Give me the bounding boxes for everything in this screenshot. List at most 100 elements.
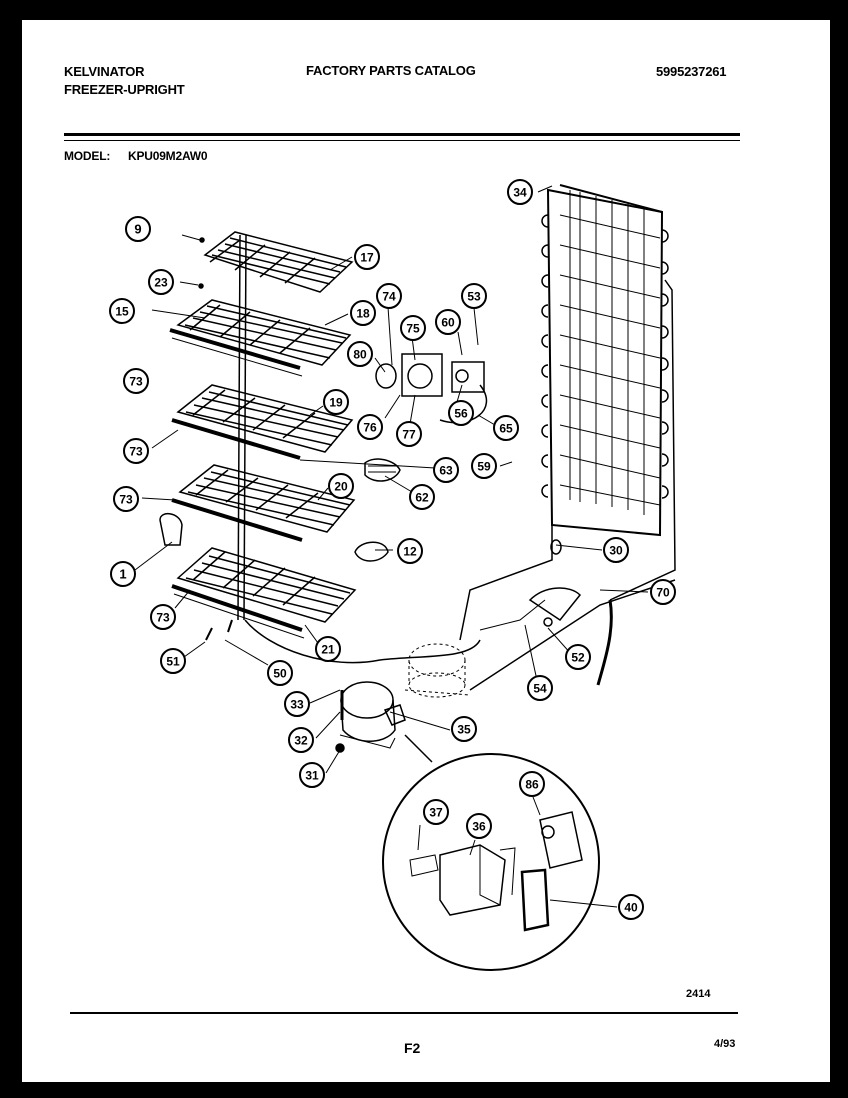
callout-bubble: [603, 537, 629, 563]
catalog-title: FACTORY PARTS CATALOG: [306, 63, 476, 78]
callout-bubble: [396, 421, 422, 447]
callout-bubble: [299, 762, 325, 788]
compressor: [335, 681, 406, 753]
footer-rule: [70, 1012, 738, 1014]
callout-number: 86: [525, 778, 539, 792]
callout-number: 36: [472, 820, 486, 834]
shelf-3: [171, 384, 354, 460]
callout-bubble: [471, 453, 497, 479]
callout-bubble: [284, 691, 310, 717]
callout-number: 51: [166, 655, 180, 669]
callout-bubble: [376, 283, 402, 309]
revision-date: 4/93: [714, 1038, 736, 1050]
callout-number: 56: [454, 407, 468, 421]
callout-bubble: [123, 438, 149, 464]
part-callout-23: 23: [148, 269, 174, 295]
callout-number: 1: [119, 567, 126, 582]
part-callout-19: 19: [323, 389, 349, 415]
part-callout-40: 40: [618, 894, 644, 920]
part-callout-73: 73: [123, 368, 149, 394]
callout-number: 31: [305, 769, 319, 783]
part-callout-56: 56: [448, 400, 474, 426]
callout-bubble: [123, 368, 149, 394]
callout-bubble: [565, 644, 591, 670]
callout-number: 33: [290, 698, 304, 712]
page-number: F2: [404, 1040, 421, 1056]
part-callout-52: 52: [565, 644, 591, 670]
callout-number: 60: [441, 316, 455, 330]
callout-number: 15: [115, 305, 129, 319]
part-callout-15: 15: [109, 298, 135, 324]
callout-bubble: [357, 414, 383, 440]
product-type: FREEZER-UPRIGHT: [64, 82, 185, 97]
header-rule: [64, 133, 740, 136]
callout-number: 65: [499, 422, 513, 436]
shelf-4: [171, 464, 356, 542]
callout-number: 63: [439, 464, 453, 478]
part-callout-73: 73: [150, 604, 176, 630]
part-callout-65: 65: [493, 415, 519, 441]
relay-overload-detail: [409, 811, 583, 932]
part-callout-12: 12: [397, 538, 423, 564]
part-callout-53: 53: [461, 283, 487, 309]
callout-number: 30: [609, 544, 623, 558]
part-callout-17: 17: [354, 244, 380, 270]
part-callout-21: 21: [315, 636, 341, 662]
callout-bubble: [493, 415, 519, 441]
callout-number: 37: [429, 806, 443, 820]
callout-number: 80: [353, 348, 367, 362]
part-callout-63: 63: [433, 457, 459, 483]
part-callout-54: 54: [527, 675, 553, 701]
callout-number: 20: [334, 480, 348, 494]
part-callout-20: 20: [328, 473, 354, 499]
callout-bubble: [328, 473, 354, 499]
callout-bubble: [400, 315, 426, 341]
part-callout-70: 70: [650, 579, 676, 605]
part-callout-30: 30: [603, 537, 629, 563]
callout-number: 76: [363, 421, 377, 435]
part-callout-73: 73: [123, 438, 149, 464]
callout-bubble: [433, 457, 459, 483]
part-callout-60: 60: [435, 309, 461, 335]
part-callout-77: 77: [396, 421, 422, 447]
part-callout-76: 76: [357, 414, 383, 440]
detail-callout-circle: [382, 753, 600, 971]
part-callout-36: 36: [466, 813, 492, 839]
callout-bubble: [448, 400, 474, 426]
callout-number: 18: [356, 307, 370, 321]
part-callout-31: 31: [299, 762, 325, 788]
callout-number: 73: [156, 611, 170, 625]
callout-bubble: [110, 561, 136, 587]
callout-bubble: [650, 579, 676, 605]
shelf-1: [203, 231, 354, 293]
part-callout-51: 51: [160, 648, 186, 674]
callout-bubble: [409, 484, 435, 510]
callout-number: 59: [477, 460, 491, 474]
part-callout-62: 62: [409, 484, 435, 510]
shelf-5: [171, 547, 357, 639]
callout-bubble: [354, 244, 380, 270]
callout-number: 19: [329, 396, 343, 410]
callout-bubble: [160, 648, 186, 674]
callout-bubble: [350, 300, 376, 326]
callout-number: 54: [533, 682, 547, 696]
callout-bubble: [397, 538, 423, 564]
callout-number: 34: [513, 186, 527, 200]
callout-number: 23: [154, 276, 168, 290]
callout-bubble: [315, 636, 341, 662]
callout-number: 12: [403, 545, 417, 559]
callout-number: 70: [656, 586, 670, 600]
callout-bubble: [148, 269, 174, 295]
callout-number: 77: [402, 428, 416, 442]
part-callout-74: 74: [376, 283, 402, 309]
callout-number: 73: [129, 445, 143, 459]
callout-bubble: [288, 727, 314, 753]
callout-number: 53: [467, 290, 481, 304]
callout-bubble: [109, 298, 135, 324]
callout-number: 74: [382, 290, 396, 304]
part-callout-32: 32: [288, 727, 314, 753]
part-callout-33: 33: [284, 691, 310, 717]
part-callout-86: 86: [519, 771, 545, 797]
